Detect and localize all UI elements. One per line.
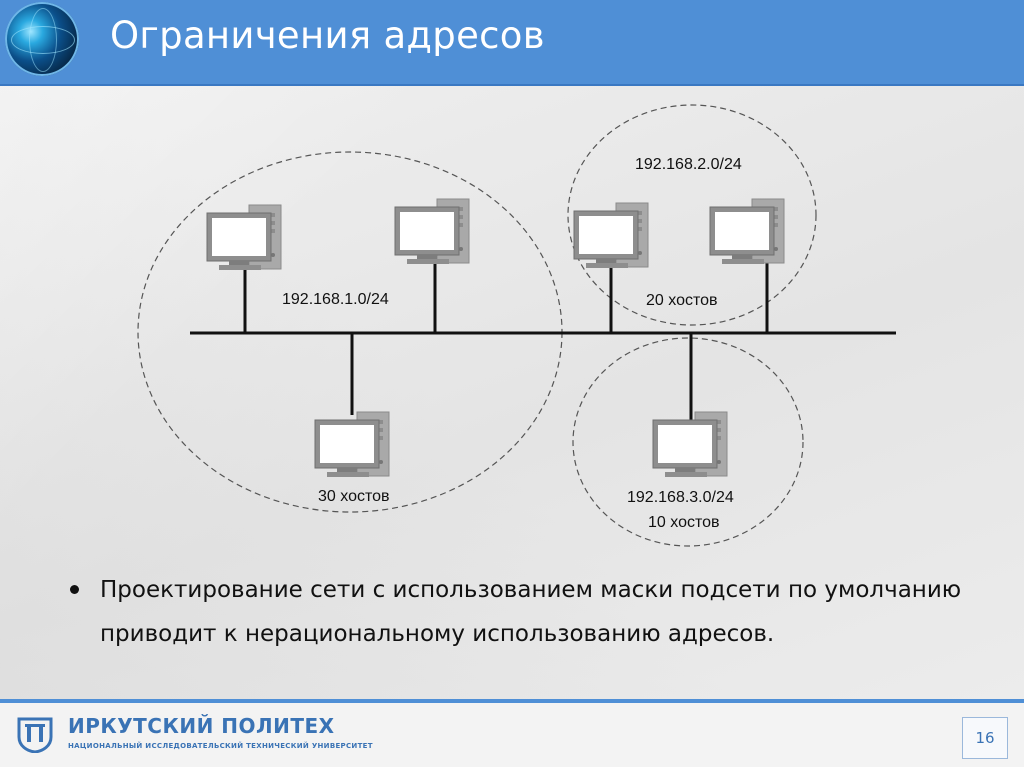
desktop-computer-icon [574, 203, 648, 268]
bullet-list: Проектирование сети с использованием мас… [70, 568, 1000, 656]
subnet-2-hosts: 20 хостов [646, 292, 718, 309]
logo-subtitle: НАЦИОНАЛЬНЫЙ ИССЛЕДОВАТЕЛЬСКИЙ ТЕХНИЧЕСК… [68, 742, 373, 750]
bullet-text: Проектирование сети с использованием мас… [100, 568, 1000, 656]
desktop-computer-icon [207, 205, 281, 270]
bullet-icon [70, 585, 79, 594]
page-number: 16 [962, 717, 1008, 759]
desktop-computer-icon [315, 412, 389, 477]
desktop-computer-icon [710, 199, 784, 264]
logo-name: ИРКУТСКИЙ ПОЛИТЕХ [68, 714, 335, 738]
subnet-2-address: 192.168.2.0/24 [635, 156, 742, 173]
subnet-3-address: 192.168.3.0/24 [627, 489, 734, 506]
subnet-3-hosts: 10 хостов [648, 514, 720, 531]
desktop-computer-icon [653, 412, 727, 477]
slide-footer: ИРКУТСКИЙ ПОЛИТЕХ НАЦИОНАЛЬНЫЙ ИССЛЕДОВА… [0, 703, 1024, 767]
university-logo-icon [16, 717, 54, 753]
subnet-1-hosts: 30 хостов [318, 488, 390, 505]
desktop-computer-icon [395, 199, 469, 264]
subnet-1-address: 192.168.1.0/24 [282, 291, 389, 308]
